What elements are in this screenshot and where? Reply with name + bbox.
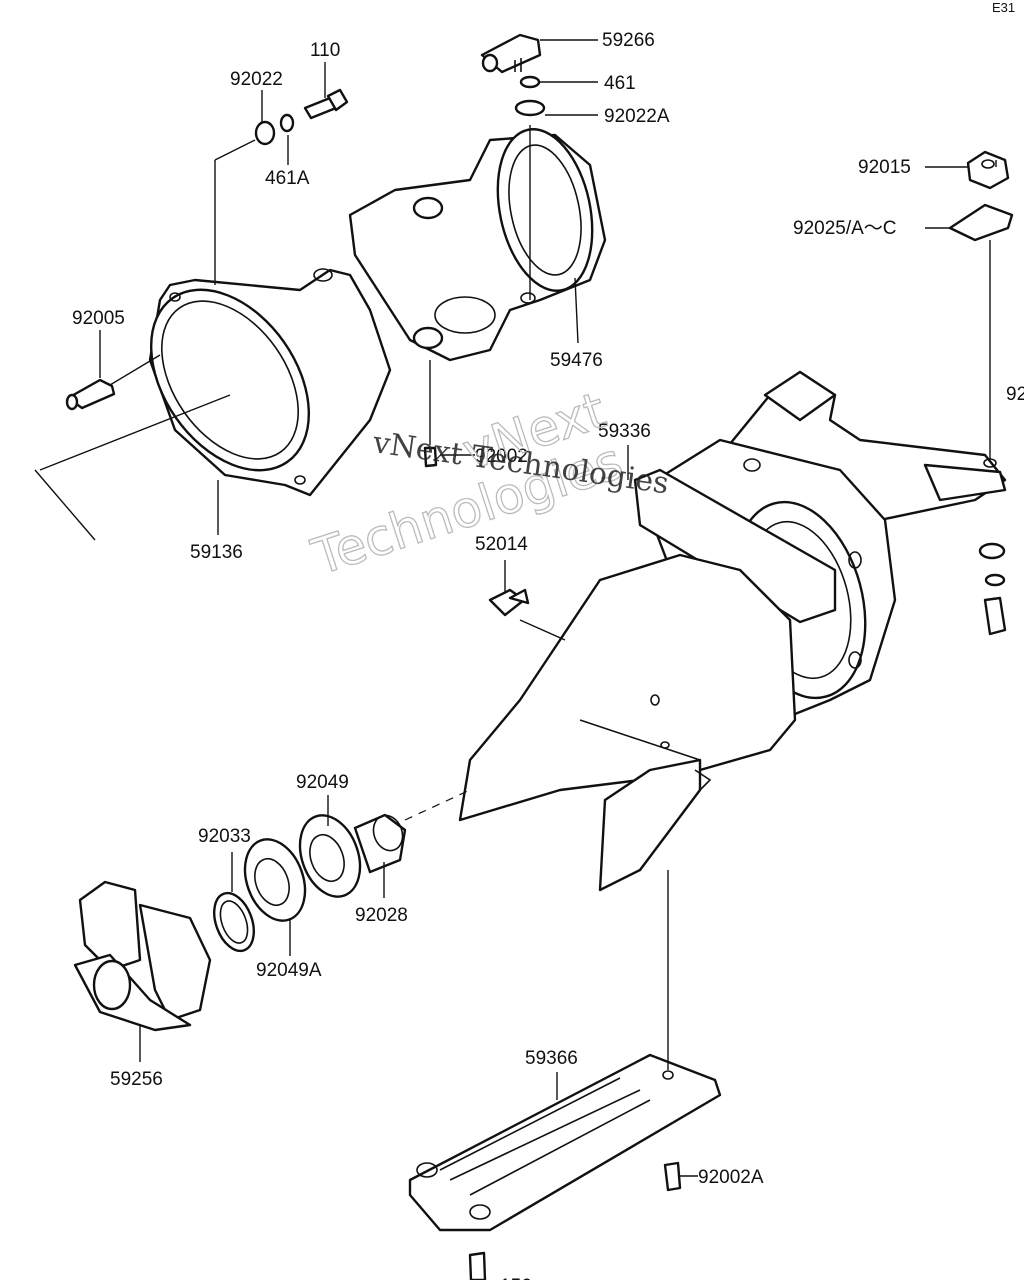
stator-59476 xyxy=(348,128,607,362)
label-59336: 59336 xyxy=(598,421,651,442)
label-92015: 92015 xyxy=(858,157,911,178)
label-59366: 59366 xyxy=(525,1048,578,1069)
label-156: 156 xyxy=(500,1276,532,1280)
label-92002: 92002 xyxy=(475,446,528,467)
washer-92022a xyxy=(514,99,546,117)
label-52014: 52014 xyxy=(475,534,528,555)
label-59136: 59136 xyxy=(190,542,243,563)
bolt-156 xyxy=(468,1251,487,1280)
label-92049: 92049 xyxy=(296,772,349,793)
fitting-92005 xyxy=(65,378,116,411)
label-59266: 59266 xyxy=(602,30,655,51)
label-461a: 461A xyxy=(265,168,310,189)
intake-plate-59366 xyxy=(408,1053,722,1232)
label-92005: 92005 xyxy=(72,308,125,329)
jet-pump-body xyxy=(458,370,1007,892)
part-labels: 59266 461 92022A 110 92022 461A 92015 92… xyxy=(72,30,1024,1280)
impeller-59256 xyxy=(73,880,212,1032)
label-92028: 92028 xyxy=(355,905,408,926)
bolt-92002a xyxy=(663,1161,682,1192)
nut-92015 xyxy=(966,150,1010,190)
label-92025: 92025/A～C xyxy=(793,218,897,239)
washer-461 xyxy=(519,75,541,89)
bolt-110 xyxy=(303,88,349,120)
bolt-right xyxy=(983,596,1007,636)
elbow-fitting-59266 xyxy=(480,33,542,74)
label-461: 461 xyxy=(604,73,636,94)
washer-right-b xyxy=(984,573,1006,587)
label-92-cut: 92 xyxy=(1006,384,1024,405)
label-59256: 59256 xyxy=(110,1069,163,1090)
spacer-92028 xyxy=(353,813,407,874)
washer-461a xyxy=(279,113,295,133)
pump-case-59136 xyxy=(148,268,392,497)
leader-lines xyxy=(34,39,997,1177)
label-92022a: 92022A xyxy=(604,106,670,127)
page-code: E31 xyxy=(992,0,1015,15)
label-110: 110 xyxy=(310,40,340,61)
label-92033: 92033 xyxy=(198,826,251,847)
bolt-92002 xyxy=(423,446,438,468)
label-92049a: 92049A xyxy=(256,960,322,981)
shim-92025 xyxy=(948,203,1014,242)
label-59476: 59476 xyxy=(550,350,603,371)
washer-right-a xyxy=(978,542,1006,560)
bearing-92049 xyxy=(298,814,362,898)
washer-92022 xyxy=(254,120,276,146)
fitting-52014 xyxy=(488,588,530,617)
label-92022: 92022 xyxy=(230,69,283,90)
circlip-92033 xyxy=(213,891,255,953)
label-92002a: 92002A xyxy=(698,1167,764,1188)
